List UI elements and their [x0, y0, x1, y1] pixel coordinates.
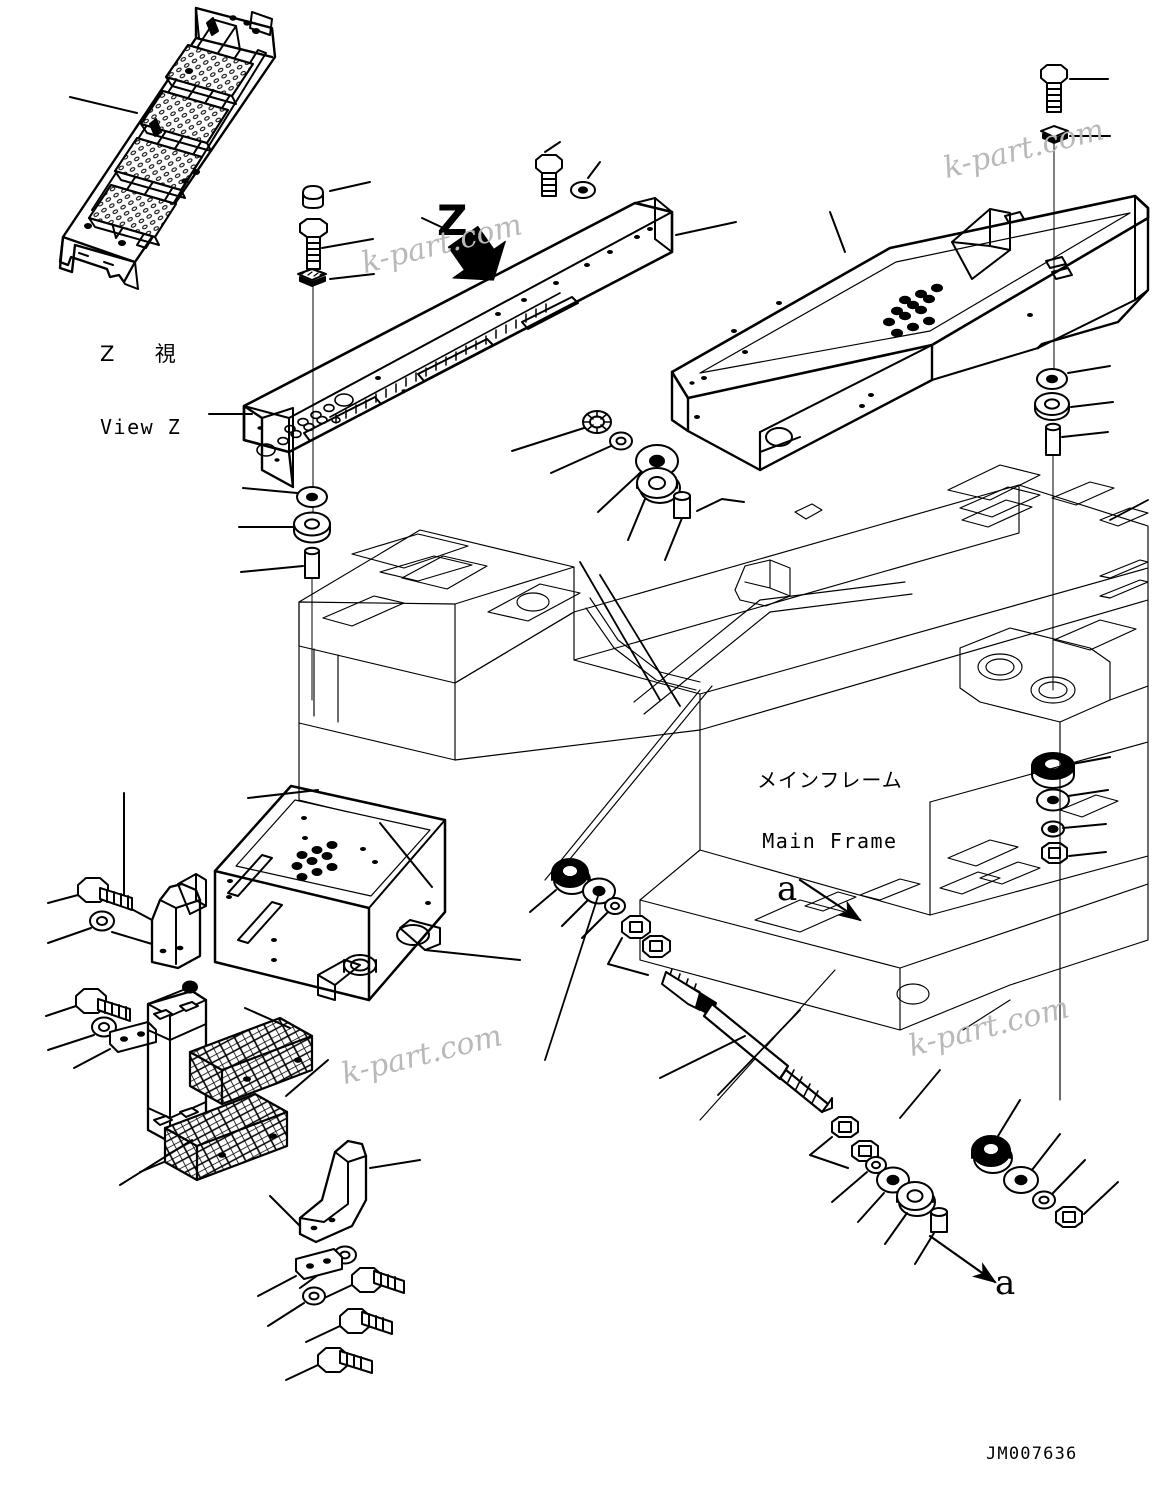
- view-z-arrow: [447, 225, 506, 281]
- ladder-detail-view-z: [58, 6, 277, 290]
- view-z-label-en: View Z: [100, 414, 182, 439]
- cover-panel-lower-left: [213, 784, 521, 1002]
- fastener-group-tierod-upper: [529, 858, 671, 976]
- main-frame: [298, 464, 1149, 1121]
- view-z-label: Z 視 View Z: [100, 292, 185, 489]
- drawing-number: JM007636: [986, 1444, 1078, 1464]
- cover-panel-right: [670, 194, 1150, 472]
- fastener-axis-right-top: [1034, 64, 1114, 691]
- fastener-axis-right-bottom: [1031, 752, 1111, 864]
- fastener-group-tierod-lower: [809, 1116, 948, 1265]
- fastener-axis-left: [238, 486, 331, 701]
- section-mark-a-bottom: a: [995, 1263, 1016, 1303]
- view-z-label-jp: Z 視: [100, 341, 185, 366]
- section-arrows: [798, 878, 997, 1284]
- main-frame-label: メインフレーム Main Frame: [757, 731, 903, 891]
- main-frame-label-en: Main Frame: [762, 829, 898, 854]
- main-frame-label-jp: メインフレーム: [757, 767, 903, 792]
- leader-lines: [544, 499, 1149, 1119]
- fastener-group-upper-mid: [535, 141, 601, 199]
- fastener-group-upper-left: [297, 181, 375, 523]
- section-mark-a-top: a: [777, 869, 798, 909]
- fastener-row-center: [511, 410, 745, 561]
- fastener-group-lower-right: [971, 1099, 1119, 1228]
- view-z-arrow-letter: Z: [437, 196, 468, 245]
- lower-left-step-assembly: [45, 792, 421, 1381]
- tie-rod-damper: [659, 968, 833, 1114]
- catwalk-stair-assembly: [208, 197, 737, 489]
